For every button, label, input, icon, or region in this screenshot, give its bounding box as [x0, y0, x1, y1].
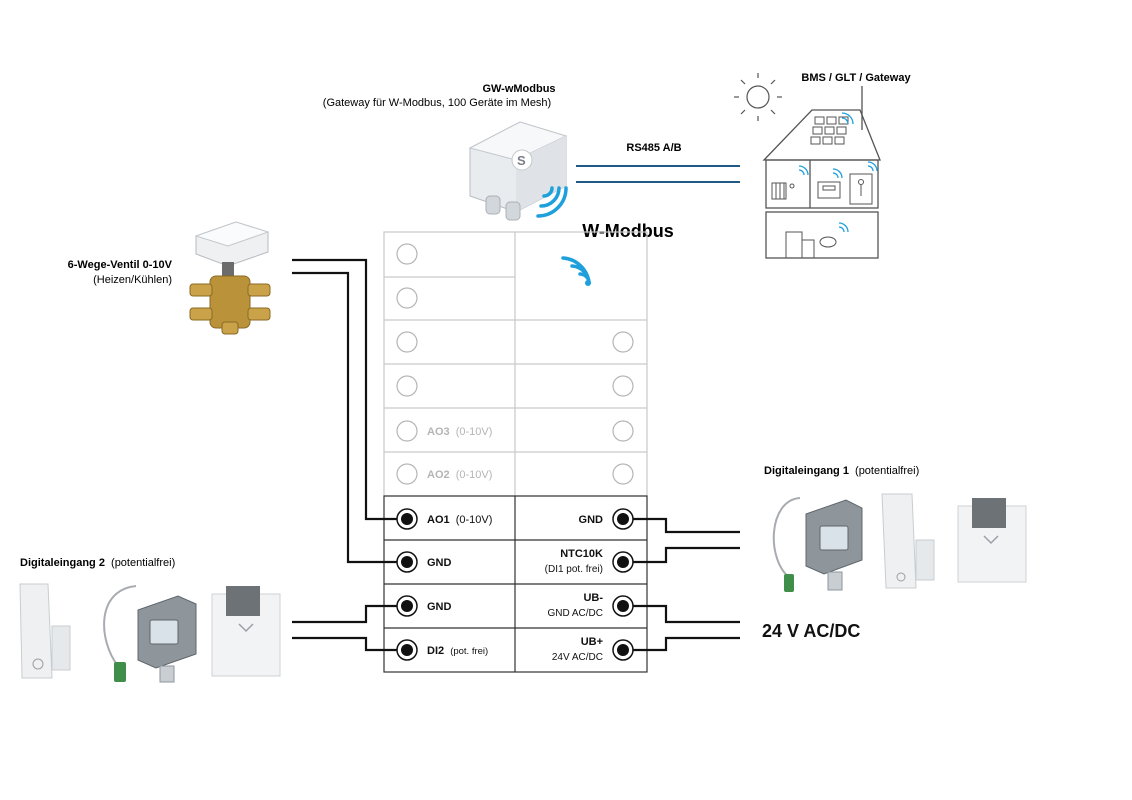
terminal-right-4 [612, 375, 634, 397]
input2-keycard-switch-image [211, 586, 281, 677]
six-way-valve-image [189, 221, 271, 335]
terminal-sublabel-ub-minus: GND AC/DC [547, 608, 603, 619]
valve-title: 6-Wege-Ventil 0-10V [68, 259, 173, 271]
input2-sensor-image [103, 585, 197, 683]
terminal-label-ao3: AO3 [427, 426, 450, 438]
terminal-sublabel-ub-plus: 24V AC/DC [552, 652, 603, 663]
wiring-input1 [633, 517, 740, 564]
terminal-left-gnd-1: GND [396, 551, 452, 573]
terminal-suffix-ao1: (0-10V) [456, 514, 493, 526]
terminal-right-gnd: GND [579, 508, 634, 530]
terminal-left-3 [396, 331, 418, 353]
wiring-power [633, 604, 740, 652]
terminal-label-ntc10k: NTC10K [560, 548, 603, 560]
svg-text:S: S [517, 153, 526, 168]
wiring-input2 [292, 604, 397, 652]
terminal-left-ao1: AO1 (0-10V) [396, 508, 492, 530]
terminal-right-3 [612, 331, 634, 353]
gateway-subtitle: (Gateway für W-Modbus, 100 Geräte im Mes… [323, 97, 551, 109]
terminal-left-ao2: AO2 (0-10V) [396, 463, 492, 485]
solar-panel-icon [810, 116, 849, 145]
input1-sensor-image [772, 497, 863, 592]
appliance-icon [785, 231, 837, 259]
terminal-label-ao1: AO1 [427, 514, 450, 526]
input2-suffix: (potentialfrei) [111, 557, 175, 569]
input2-title: Digitaleingang 2 [20, 557, 105, 569]
valve-subtitle: (Heizen/Kühlen) [93, 274, 172, 286]
building-wifi-icons [798, 112, 878, 233]
input2-door-contact-image [19, 583, 71, 679]
terminal-sublabel-ntc10k: (DI1 pot. frei) [545, 564, 603, 575]
input1-label: Digitaleingang 1 (potentialfrei) [764, 465, 919, 477]
terminal-right-ntc10k: NTC10K (DI1 pot. frei) [545, 548, 634, 575]
terminal-left-2 [396, 287, 418, 309]
svg-text:AO2 (0-10V): AO2 (0-10V) [427, 469, 492, 481]
terminal-left-di2: DI2 (pot. frei) [396, 639, 488, 661]
person-door-icon [849, 173, 873, 205]
terminal-left-4 [396, 375, 418, 397]
terminal-left-1 [396, 243, 418, 265]
building-icon [762, 86, 881, 259]
terminal-suffix-ao3: (0-10V) [456, 426, 493, 438]
svg-text:AO1 (0-10V): AO1 (0-10V) [427, 514, 492, 526]
input1-suffix: (potentialfrei) [855, 465, 919, 477]
sun-icon [734, 73, 782, 121]
power-label: 24 V AC/DC [762, 621, 860, 641]
terminal-label-gnd-2: GND [427, 601, 452, 613]
terminal-left-gnd-2: GND [396, 595, 452, 617]
svg-text:DI2 (pot. frei): DI2 (pot. frei) [427, 645, 488, 657]
terminal-right-ub-minus: UB- GND AC/DC [547, 592, 634, 619]
terminal-label-ub-plus: UB+ [581, 636, 603, 648]
gateway-device: S [468, 121, 568, 221]
wiring-valve [292, 258, 397, 564]
terminal-label-right-gnd: GND [579, 514, 604, 526]
terminal-suffix-ao2: (0-10V) [456, 469, 493, 481]
controller-icon [817, 181, 841, 199]
gateway-title: GW-wModbus [482, 83, 555, 95]
bus-label: RS485 A/B [626, 142, 681, 154]
input1-title: Digitaleingang 1 [764, 465, 849, 477]
terminal-suffix-di2: (pot. frei) [450, 646, 488, 657]
rs485-bus-lines [576, 165, 740, 183]
terminal-right-6 [612, 463, 634, 485]
terminal-label-ao2: AO2 [427, 469, 450, 481]
terminal-label-di2: DI2 [427, 645, 444, 657]
terminal-block: AO3 (0-10V) AO2 (0-10V) AO1 (0-10V) GND [383, 231, 648, 673]
terminal-label-gnd-1: GND [427, 557, 452, 569]
input1-door-contact-image [881, 493, 935, 589]
terminal-label-ub-minus: UB- [583, 592, 603, 604]
input1-keycard-switch-image [957, 498, 1027, 583]
terminal-left-ao3: AO3 (0-10V) [396, 420, 492, 442]
bms-title: BMS / GLT / Gateway [801, 72, 911, 84]
terminal-grid-lines [383, 231, 648, 497]
gateway-wifi-icon [536, 186, 568, 218]
terminal-grid-lines-active [383, 495, 648, 673]
input2-label: Digitaleingang 2 (potentialfrei) [20, 557, 175, 569]
terminal-right-ub-plus: UB+ 24V AC/DC [552, 636, 634, 663]
terminal-block-wifi-icon [561, 256, 591, 286]
terminal-right-5 [612, 420, 634, 442]
radiator-icon [771, 182, 795, 200]
svg-text:AO3 (0-10V): AO3 (0-10V) [427, 426, 492, 438]
mesh-label: W-Modbus [582, 221, 674, 241]
